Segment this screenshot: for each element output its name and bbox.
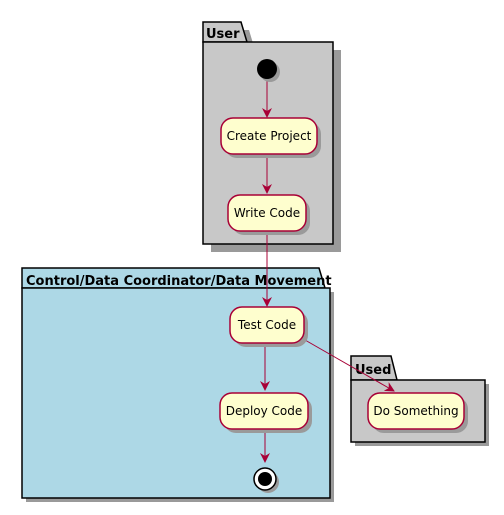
activity-deploy-code-box <box>219 392 309 430</box>
arrow-test-to-do-something <box>304 339 395 392</box>
activity-do-something: Do Something <box>367 392 468 433</box>
package-control-label: Control/Data Coordinator/Data Movement <box>26 274 332 289</box>
activity-test-code-box <box>229 306 305 344</box>
package-user-label: User <box>206 27 240 42</box>
package-used-label: Used <box>355 363 391 378</box>
activity-create-project-box <box>220 117 318 155</box>
end-node <box>253 467 279 493</box>
activity-write-code: Write Code <box>227 194 310 235</box>
activity-deploy-code: Deploy Code <box>219 392 312 433</box>
arrows <box>260 80 395 463</box>
start-node-circle <box>257 59 277 79</box>
activity-do-something-box <box>367 392 465 430</box>
activity-write-code-box <box>227 194 307 232</box>
end-node-inner <box>258 472 272 486</box>
activity-create-project-label: Create Project <box>227 129 312 143</box>
activity-test-code-label: Test Code <box>237 318 296 332</box>
activity-write-code-label: Write Code <box>234 206 300 220</box>
activity-deploy-code-label: Deploy Code <box>226 404 303 418</box>
activity-do-something-label: Do Something <box>373 404 458 418</box>
start-node <box>257 59 280 82</box>
activity-test-code: Test Code <box>229 306 308 347</box>
package-control: Control/Data Coordinator/Data Movement <box>21 267 334 502</box>
activity-create-project: Create Project <box>220 117 321 158</box>
